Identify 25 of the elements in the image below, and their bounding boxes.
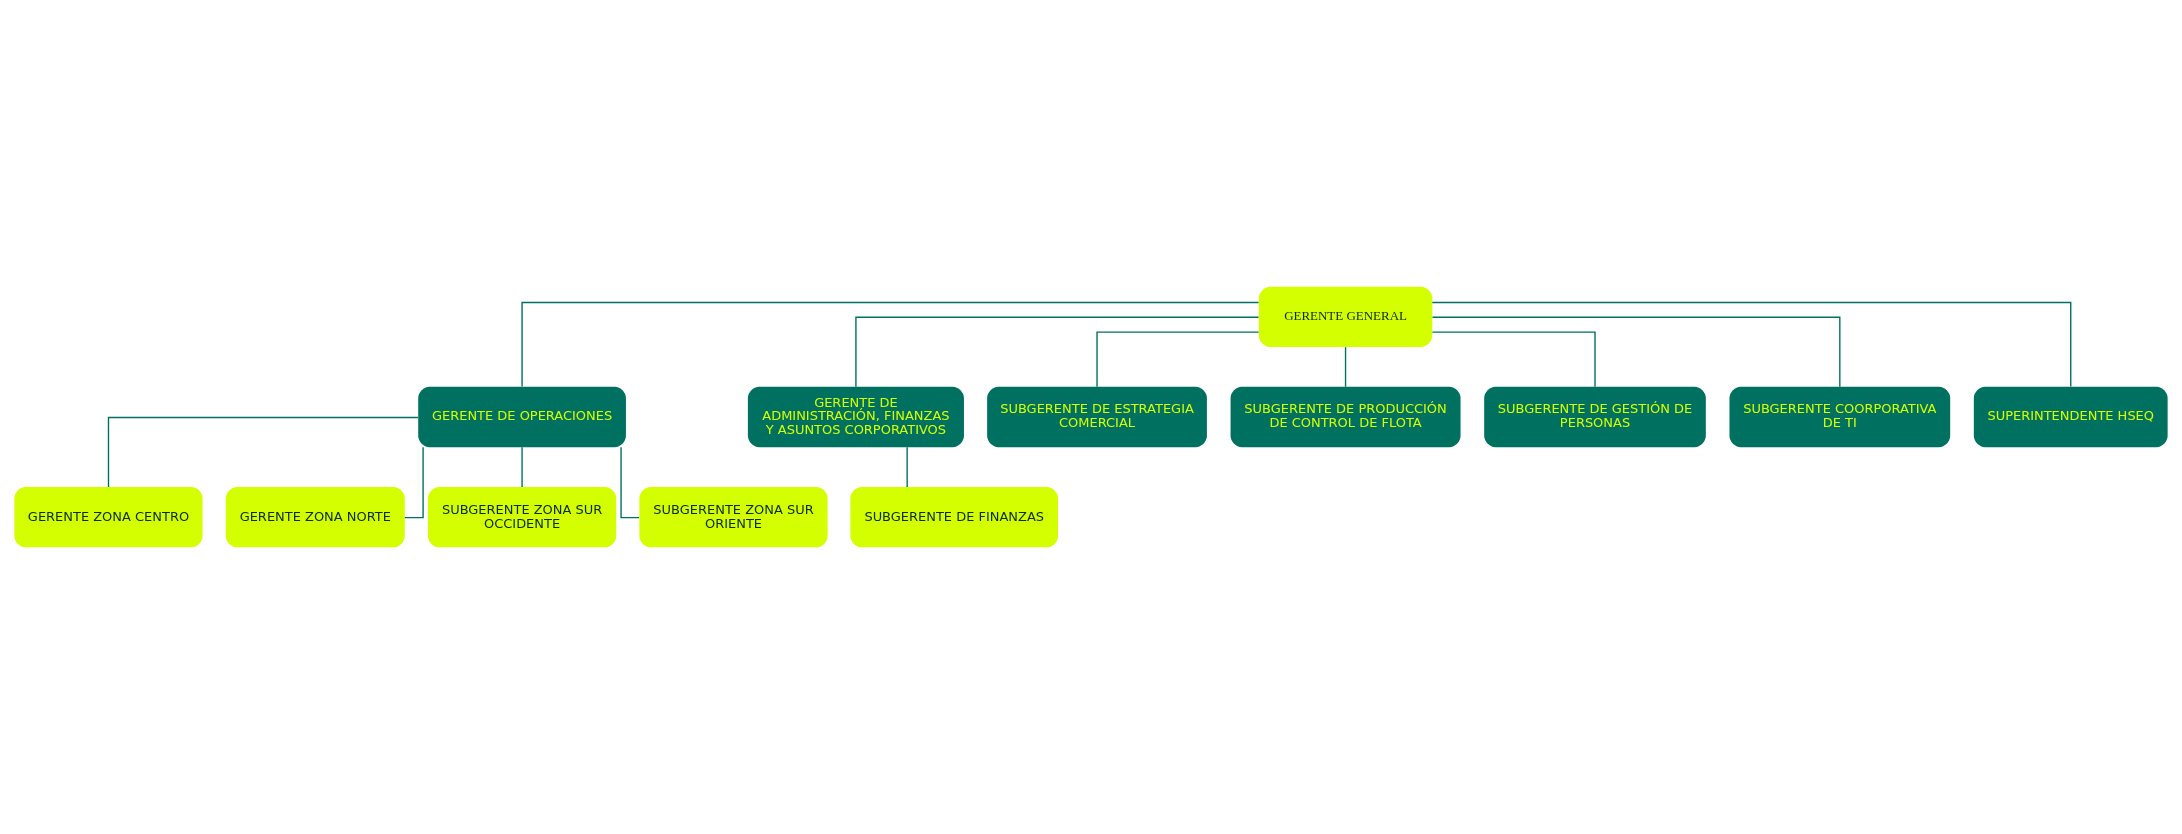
node-box: SUBGERENTE COORPORATIVA DE TI bbox=[1729, 386, 1951, 448]
connector bbox=[1431, 316, 1841, 388]
node-box: SUBGERENTE ZONA SUR OCCIDENTE bbox=[427, 487, 617, 548]
connector bbox=[521, 301, 1260, 388]
node-box: GERENTE DE OPERACIONES bbox=[418, 386, 626, 448]
node-box: GERENTE GENERAL bbox=[1258, 286, 1433, 347]
connector bbox=[1344, 346, 1347, 388]
node-box: SUBGERENTE DE ESTRATEGIA COMERCIAL bbox=[987, 386, 1207, 448]
connector bbox=[404, 446, 424, 519]
connector bbox=[107, 416, 419, 488]
node-box: SUBGERENTE DE PRODUCCIÓN DE CONTROL DE FLOTA bbox=[1230, 386, 1461, 448]
node-box: SUBGERENTE DE FINANZAS bbox=[850, 487, 1059, 548]
connector bbox=[1431, 301, 2072, 388]
connector bbox=[620, 446, 640, 519]
node-box: SUBGERENTE DE GESTIÓN DE PERSONAS bbox=[1484, 386, 1706, 448]
connector bbox=[521, 446, 523, 488]
connector bbox=[1096, 331, 1260, 388]
connector bbox=[906, 446, 908, 488]
connector bbox=[1431, 331, 1596, 388]
node-box: GERENTE ZONA NORTE bbox=[225, 487, 405, 548]
node-box: SUPERINTENDENTE HSEQ bbox=[1973, 386, 2168, 448]
connector bbox=[855, 316, 1260, 388]
node-box: GERENTE DE ADMINISTRACIÓN, FINANZAS Y ASUNTOS CORPORATIVOS bbox=[747, 386, 964, 448]
node-box: GERENTE ZONA CENTRO bbox=[14, 487, 203, 548]
node-box: SUBGERENTE ZONA SUR ORIENTE bbox=[639, 487, 828, 548]
